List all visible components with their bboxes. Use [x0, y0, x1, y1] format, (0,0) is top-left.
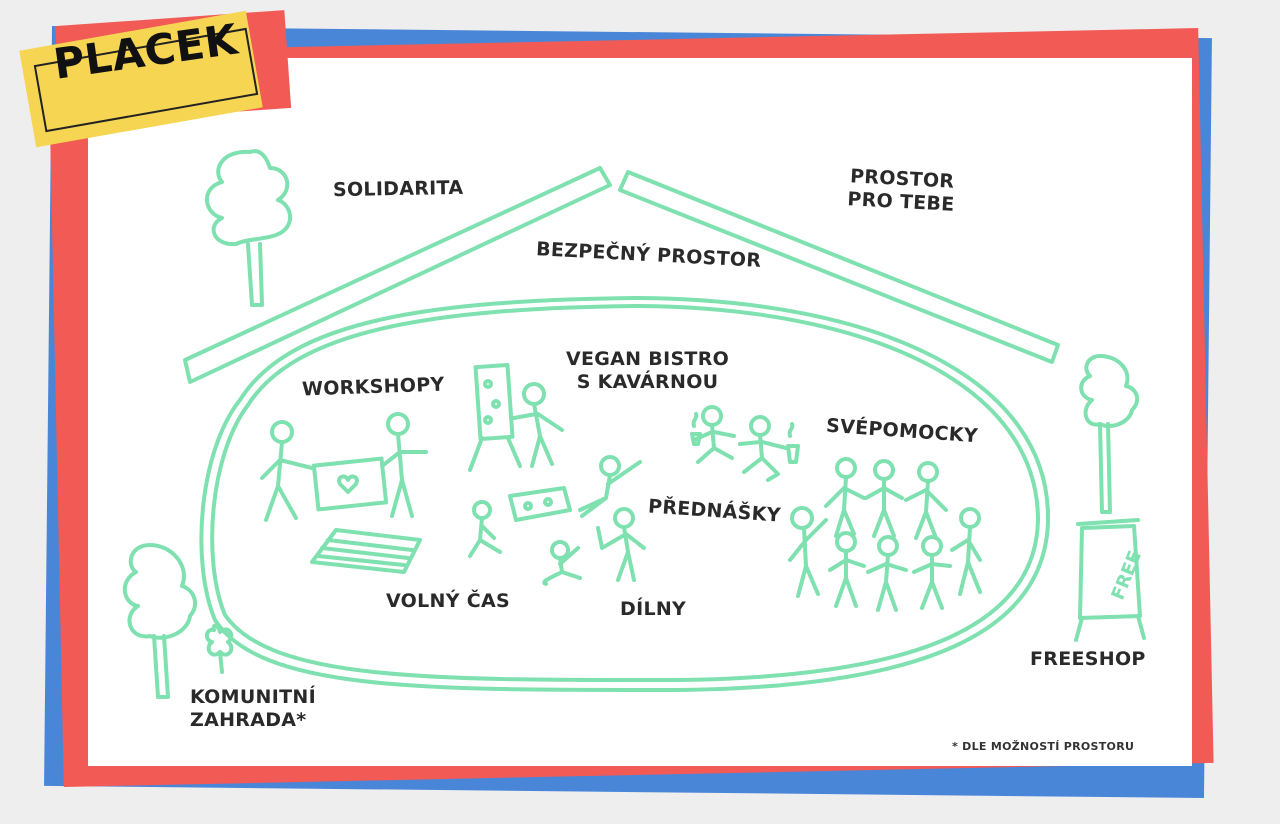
self-help-group — [788, 457, 982, 612]
freeshop-sign — [1074, 518, 1146, 642]
safe-space-outline — [199, 296, 1051, 692]
tree-icon — [205, 149, 293, 307]
tree-icon — [1079, 354, 1140, 514]
label-solidarita: SOLIDARITA — [332, 176, 464, 202]
label-volny-cas: VOLNÝ ČAS — [386, 590, 510, 612]
cafe-figures — [690, 405, 800, 482]
label-prostor-pro-tebe: PROSTOR PRO TEBE — [846, 165, 956, 216]
roof-right — [618, 170, 1060, 364]
roof-left — [183, 166, 612, 384]
label-komunitni-zahrada: KOMUNITNÍ ZAHRADA* — [190, 686, 316, 731]
workshop-figures — [260, 412, 428, 522]
tree-icon — [123, 543, 198, 699]
label-freeshop: FREESHOP — [1030, 648, 1146, 670]
flipchart-presenter — [468, 362, 564, 472]
label-vegan-bistro: VEGAN BISTRO S KAVÁRNOU — [566, 348, 730, 393]
flower-icon — [205, 623, 234, 674]
workshop-figure — [596, 507, 646, 582]
label-dilny: DÍLNY — [620, 598, 687, 620]
footnote: * DLE MOŽNOSTÍ PROSTORU — [952, 740, 1135, 753]
picnic-blanket — [310, 528, 422, 574]
placek-logo: PLACEK — [18, 10, 292, 148]
safe-space-outline-inner — [210, 304, 1040, 682]
free-time-figures — [468, 455, 642, 586]
